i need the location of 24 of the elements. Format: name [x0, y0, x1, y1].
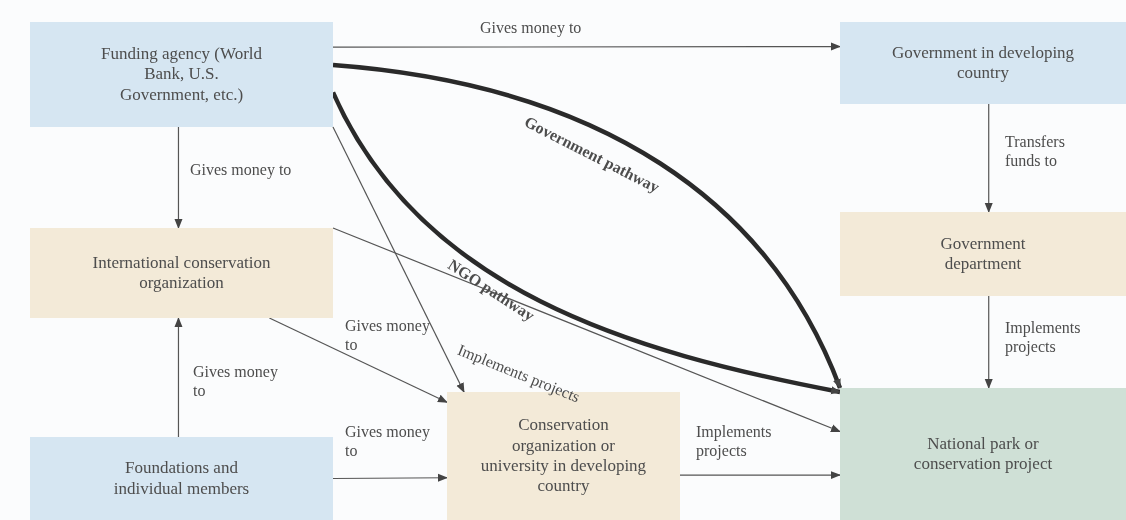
- arrow: [984, 103, 993, 213]
- arrow: [332, 473, 448, 482]
- arrow: [332, 42, 841, 51]
- arrow: [332, 227, 841, 433]
- arrow: [268, 317, 448, 403]
- edge-label: Gives money to: [345, 316, 430, 355]
- process-box: Government in developing country: [840, 22, 1126, 104]
- process-box: Government department: [840, 212, 1126, 296]
- edge-label: Implements projects: [696, 422, 773, 461]
- process-box: Funding agency (World Bank, U.S. Government, etc.): [30, 22, 333, 127]
- edge-label: Gives money to: [480, 18, 583, 38]
- edge-label: Gives money to: [190, 160, 293, 180]
- edge-label: Transfers funds to: [1005, 132, 1066, 171]
- arrow: [332, 126, 465, 393]
- arrow: [174, 126, 183, 229]
- process-box: Foundations and individual members: [30, 437, 333, 520]
- edge-label: Gives money to: [345, 422, 430, 461]
- process-box: National park or conservation project: [840, 388, 1126, 520]
- arrow: [679, 471, 841, 480]
- edge-label: Gives money to: [193, 362, 278, 401]
- arrow: [174, 317, 183, 438]
- arrow: [984, 295, 993, 389]
- edge-label: Implements projects: [1005, 318, 1082, 357]
- process-box: International conservation organization: [30, 228, 333, 318]
